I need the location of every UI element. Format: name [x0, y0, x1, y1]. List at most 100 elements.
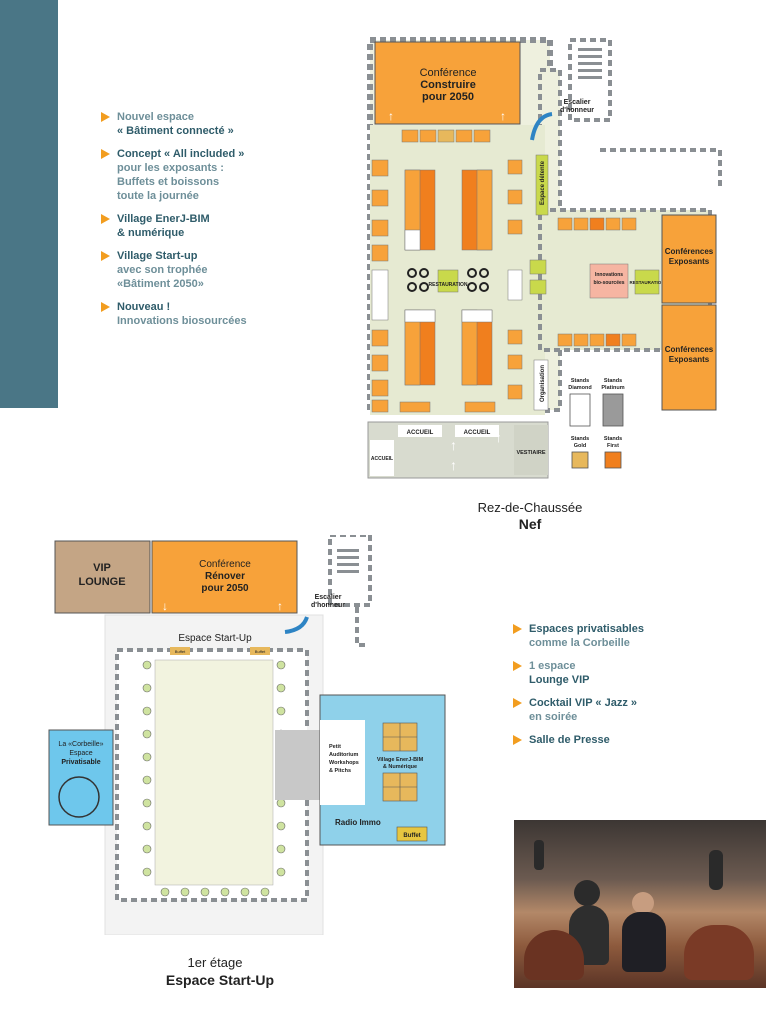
conference-renover-title: Conférence — [199, 559, 251, 570]
startup-stand-dot — [220, 887, 230, 897]
conference-subtitle-1: Construire — [420, 79, 476, 91]
startup-stand-dot — [142, 798, 152, 808]
conf-exposants-1-line1: Conférences — [665, 247, 714, 256]
features_ground-item-line: Nouvel espace — [117, 111, 195, 123]
features_ground-item-line: «Bâtiment 2050» — [117, 278, 204, 290]
auditorium-corridor — [275, 730, 320, 800]
features_ground-item: Village EnerJ-BIM& numérique — [101, 212, 301, 240]
conference-renover-room — [151, 540, 298, 614]
restauration-2-label: RESTAURATION — [629, 280, 664, 285]
event-photo — [514, 820, 766, 988]
legend-first-swatch — [604, 451, 622, 469]
conference-renover-sub-2: pour 2050 — [201, 583, 249, 594]
village-label-1: Village EnerJ-BIM — [377, 757, 424, 763]
escalier-arc — [530, 112, 553, 141]
accueil-label-3: ACCUEIL — [371, 456, 393, 462]
legend-platinum-2: Platinum — [601, 385, 624, 391]
stair-corridor-wall — [355, 607, 365, 647]
buffet-label-2: Buffet — [255, 649, 266, 654]
stand-island-right-bottom — [461, 309, 493, 386]
right-stand-column — [507, 159, 523, 400]
legend-diamond-2: Diamond — [568, 385, 592, 391]
escalier-label-2: d'honneur — [560, 107, 594, 114]
conference-exposants-room-1 — [661, 214, 717, 304]
features_first-item-line: Cocktail VIP « Jazz » — [529, 697, 638, 709]
side-hall-top-stands — [557, 217, 637, 231]
features_ground-item-line: Buffets et boissons — [117, 176, 220, 188]
legend-diamond-swatch — [569, 393, 591, 427]
vestiaire-zone — [514, 425, 548, 475]
startup-stand-dot — [180, 887, 190, 897]
startup-stand-dot — [276, 867, 286, 877]
accueil-label-2: ACCUEIL — [464, 430, 491, 436]
vip-label-1: VIP — [93, 562, 111, 574]
auditorium-label-2: Auditorium — [329, 752, 358, 758]
accueil-label-1: ACCUEIL — [407, 430, 434, 436]
ground-caption-1: Rez-de-Chaussée — [477, 500, 583, 515]
side-hall-bottom-stands — [557, 333, 637, 347]
ground-floor-plan: Conférence Construire pour 2050 ↑ ↑ Esca… — [367, 37, 722, 479]
left-stand-column — [371, 159, 389, 413]
features_ground-item-line: avec son trophée — [117, 264, 208, 276]
escalier-first-1: Escalier — [315, 594, 342, 601]
organisation-label: Organisation — [540, 365, 546, 402]
legend-platinum-swatch — [602, 393, 624, 427]
auditorium-label-3: Workshops — [329, 760, 359, 766]
startup-stand-dot — [276, 660, 286, 670]
ground-caption-2: Nef — [518, 516, 542, 532]
startup-stand-dot — [276, 798, 286, 808]
vestiaire-label: VESTIAIRE — [516, 450, 545, 456]
innovations-label-1: Innovations — [595, 272, 623, 278]
auditorium-label-1: Petit — [329, 744, 341, 750]
features_ground-item-line: « Bâtiment connecté » — [117, 125, 234, 137]
up-arrow-icon: ↑ — [450, 457, 457, 473]
buffet-marker-2 — [250, 647, 270, 655]
stand-legend: Stands Diamond Stands Platinum Stands Go… — [568, 378, 625, 469]
annex-wall — [600, 148, 722, 190]
conf-exposants-1-line2: Exposants — [669, 257, 710, 266]
features_first-item: Cocktail VIP « Jazz »en soirée — [513, 696, 713, 724]
features_first-item-line: Espaces privatisables — [529, 623, 644, 635]
startup-stand-dot — [276, 844, 286, 854]
up-arrow-icon: ↑ — [450, 437, 457, 453]
stand-island-right-top — [461, 169, 493, 251]
legend-gold-swatch — [571, 451, 589, 469]
stand-island-left-top — [404, 169, 436, 251]
escalier-first-2: d'honneur — [311, 602, 345, 609]
restauration-label: RESTAURATION — [429, 282, 468, 288]
auditorium-zone — [320, 720, 365, 805]
startup-stand-dot — [142, 729, 152, 739]
up-arrow-icon: ↑ — [495, 429, 502, 445]
lime-block — [529, 259, 547, 275]
auditorium-label-4: & Pitchs — [329, 768, 351, 774]
corbeille-label-2: Espace — [69, 750, 92, 757]
down-arrow-icon: ↓ — [162, 599, 168, 613]
espace-detente-label: Espace détente — [540, 160, 546, 205]
conference-renover-sub-1: Rénover — [205, 571, 245, 582]
innovations-biosourcees-zone — [589, 263, 629, 299]
startup-stand-dot — [200, 887, 210, 897]
ground-feature-list: Nouvel espace « Bâtiment connecté » Concep… — [101, 110, 301, 337]
top-stand-row — [401, 129, 491, 143]
restauration-2-zone — [634, 269, 660, 295]
legend-first-1: Stands — [604, 436, 622, 442]
features_first-item-line: Lounge VIP — [529, 674, 590, 686]
first-caption-1: 1er étage — [187, 955, 243, 970]
features_ground-item: Concept « All included »pour les exposan… — [101, 147, 301, 203]
stairs-1 — [337, 549, 359, 573]
startup-stand-dot — [142, 775, 152, 785]
first-caption-2: Espace Start-Up — [165, 972, 275, 988]
startup-stand-dot — [240, 887, 250, 897]
legend-platinum-1: Stands — [604, 378, 622, 384]
features_ground-item-line: Village EnerJ-BIM — [117, 213, 210, 225]
accueil-desk-1 — [398, 425, 442, 437]
startup-stand-dot — [276, 706, 286, 716]
radio-immo-label: Radio Immo — [335, 818, 381, 827]
buffet-village-label: Buffet — [403, 833, 420, 839]
restauration-tables — [407, 268, 489, 293]
conf-exposants-2-line1: Conférences — [665, 345, 714, 354]
